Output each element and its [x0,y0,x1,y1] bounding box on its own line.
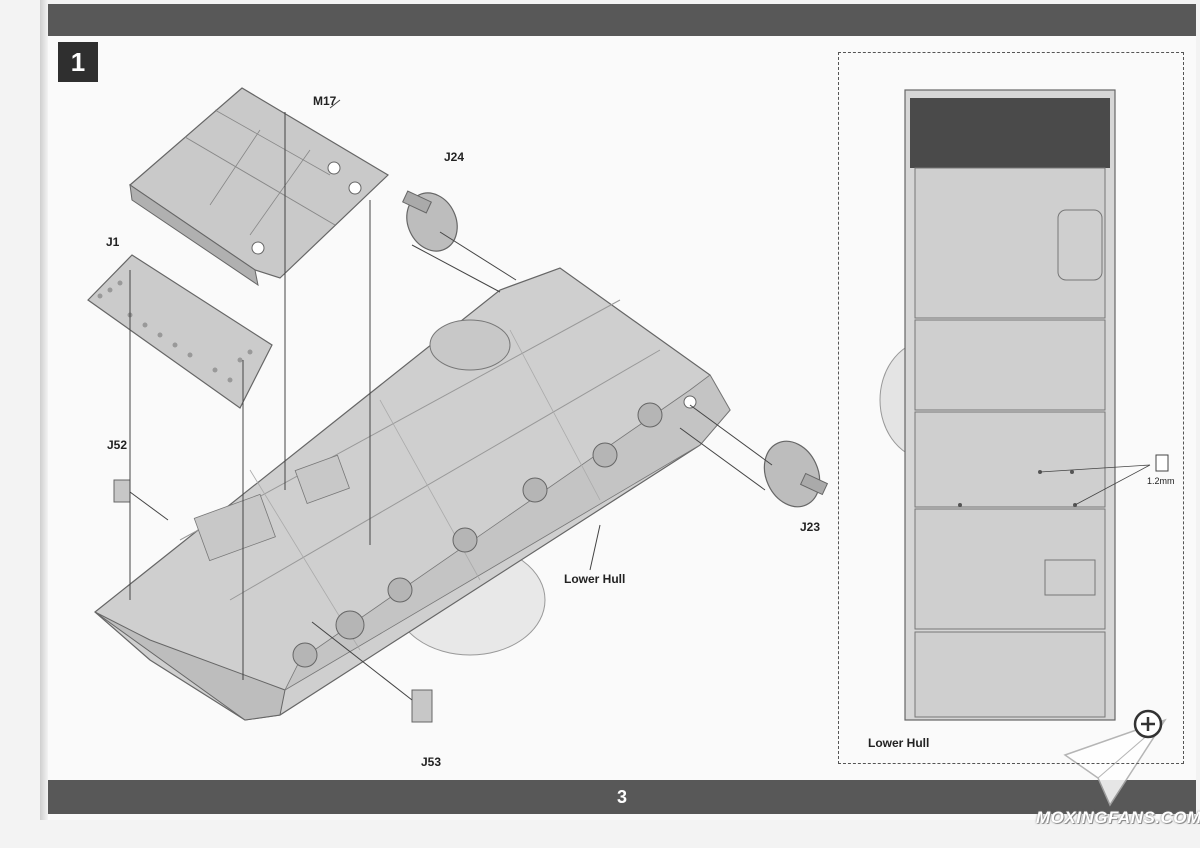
page-binding-shadow [40,0,48,820]
label-lower-hull: Lower Hull [564,572,626,586]
footer-page-number: 3 [48,780,1196,814]
label-j23: J23 [800,520,821,534]
label-j53: J53 [421,755,442,769]
step-number-badge: 1 [58,42,98,82]
part-j23-shape [763,440,829,508]
detail-view-box [838,52,1184,764]
part-j24-shape [402,190,458,252]
part-m17-shape [129,87,389,287]
assembly-guide-lines [129,99,773,701]
label-j24: J24 [444,150,465,164]
detail-lower-hull-shape [879,89,1169,721]
label-j1: J1 [106,235,120,249]
part-j53-shape [411,689,433,723]
header-bar [48,4,1196,36]
part-j1-shape [87,254,273,409]
detail-title: Lower Hull [868,736,930,750]
label-m17: M17 [313,94,337,108]
drill-size-label: 1.2mm [1147,476,1175,486]
part-j52-shape [113,479,131,503]
label-j52: J52 [107,438,128,452]
watermark-text: MOXINGFANS.COM [1036,808,1200,827]
lower-hull-shape [94,267,731,721]
